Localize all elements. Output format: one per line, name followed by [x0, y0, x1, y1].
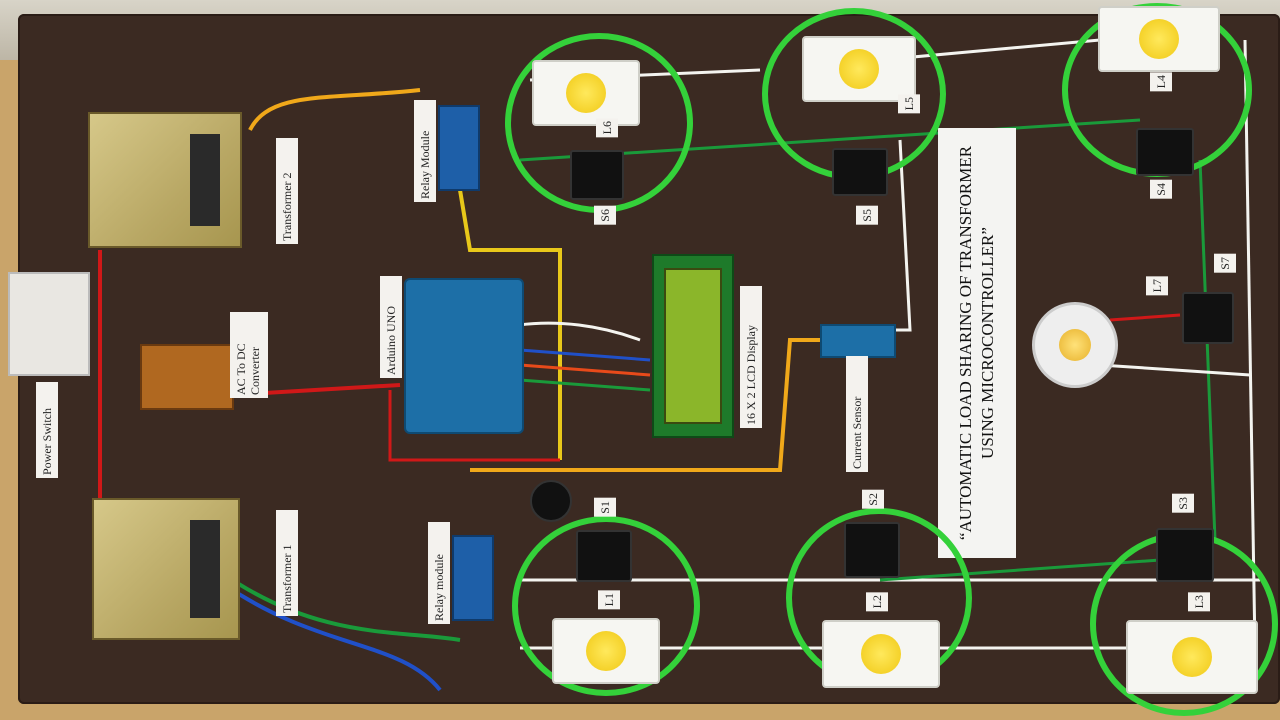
switch-s6-label: S6 — [594, 206, 616, 225]
switch-s4-label: S4 — [1150, 180, 1172, 199]
arduino-uno-board — [404, 278, 524, 434]
switch-s1 — [576, 530, 632, 582]
lamp-l1 — [552, 618, 660, 684]
lamp-l2 — [822, 620, 940, 688]
lamp-l6-label: L6 — [596, 118, 618, 138]
switch-s1-label: S1 — [594, 498, 616, 517]
switch-s5 — [832, 148, 888, 196]
lamp-l7 — [1032, 302, 1118, 388]
lamp-l5-label: L5 — [898, 94, 920, 114]
transformer-2 — [88, 112, 242, 248]
relay-module-bottom — [452, 535, 494, 621]
highlight-ring-l1 — [512, 516, 700, 696]
lamp-l6 — [532, 60, 640, 126]
lcd-label: 16 X 2 LCD Display — [740, 286, 762, 428]
power-switch-label: Power Switch — [36, 382, 58, 478]
switch-s2-label: S2 — [862, 490, 884, 509]
ac-dc-converter — [140, 344, 234, 410]
current-sensor — [820, 324, 896, 358]
current-sensor-label: Current Sensor — [846, 356, 868, 472]
arduino-label: Arduino UNO — [380, 276, 402, 378]
lamp-l1-label: L1 — [598, 590, 620, 610]
transformer-1 — [92, 498, 240, 640]
project-title: “AUTOMATIC LOAD SHARING OF TRANSFORMER U… — [956, 145, 997, 541]
relay-module-top — [438, 105, 480, 191]
switch-s3 — [1156, 528, 1214, 582]
switch-s7 — [1182, 292, 1234, 344]
lamp-l5 — [802, 36, 916, 102]
switch-s3-label: S3 — [1172, 494, 1194, 513]
relay-top-label: Relay Module — [414, 100, 436, 202]
lamp-l7-label: L7 — [1146, 276, 1168, 296]
lamp-l2-label: L2 — [866, 592, 888, 612]
lcd-display — [652, 254, 734, 438]
project-title-card: “AUTOMATIC LOAD SHARING OF TRANSFORMER U… — [938, 128, 1016, 558]
relay-bottom-label: Relay module — [428, 522, 450, 624]
switch-s2 — [844, 522, 900, 578]
switch-s7-label: S7 — [1214, 254, 1236, 273]
lamp-l4 — [1098, 6, 1220, 72]
buzzer — [530, 480, 572, 522]
lamp-l3-label: L3 — [1188, 592, 1210, 612]
transformer-2-label: Transformer 2 — [276, 138, 298, 244]
lamp-l4-label: L4 — [1150, 72, 1172, 92]
power-switch — [8, 272, 90, 376]
lamp-l3 — [1126, 620, 1258, 694]
transformer-1-label: Transformer 1 — [276, 510, 298, 616]
switch-s4 — [1136, 128, 1194, 176]
switch-s5-label: S5 — [856, 206, 878, 225]
switch-s6 — [570, 150, 624, 200]
ac-dc-label: AC To DC Converter — [230, 312, 268, 398]
